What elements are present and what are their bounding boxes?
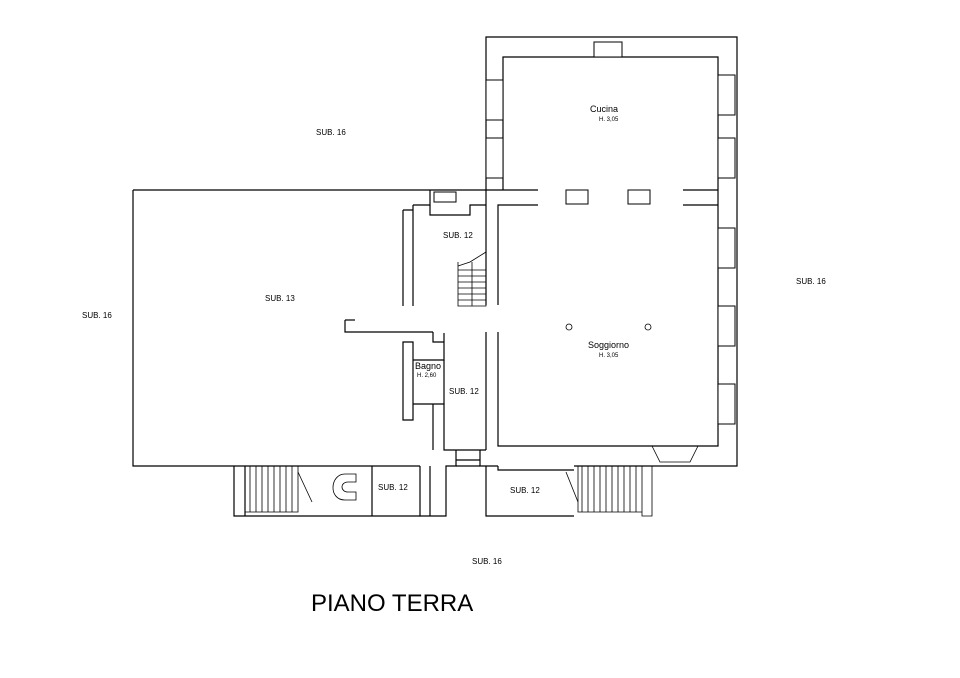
room-name-bagno: Bagno (415, 361, 441, 371)
label-sub12-porch-right: SUB. 12 (510, 486, 540, 495)
plan-title: PIANO TERRA (311, 590, 473, 617)
room-height-soggiorno: H. 3,05 (599, 353, 619, 359)
room-name-cucina: Cucina (590, 104, 618, 114)
exterior-stair-right (565, 466, 653, 517)
exterior-stair-left (245, 466, 357, 513)
label-sub12-bath: SUB. 12 (449, 387, 479, 396)
label-sub16-right: SUB. 16 (796, 277, 826, 286)
windows (433, 41, 736, 463)
column-left (565, 323, 573, 331)
label-sub13: SUB. 13 (265, 294, 295, 303)
label-sub16-top: SUB. 16 (316, 128, 346, 137)
label-sub12-porch-left: SUB. 12 (378, 483, 408, 492)
column-right (644, 323, 652, 331)
room-height-cucina: H. 3,05 (599, 117, 619, 123)
label-sub16-bottom: SUB. 16 (472, 557, 502, 566)
room-height-bagno: H. 2,60 (417, 373, 437, 379)
wall-outline (132, 36, 738, 517)
label-sub12-stair: SUB. 12 (443, 231, 473, 240)
label-sub16-left: SUB. 16 (82, 311, 112, 320)
interior-stair (457, 251, 487, 307)
room-name-soggiorno: Soggiorno (588, 340, 629, 350)
